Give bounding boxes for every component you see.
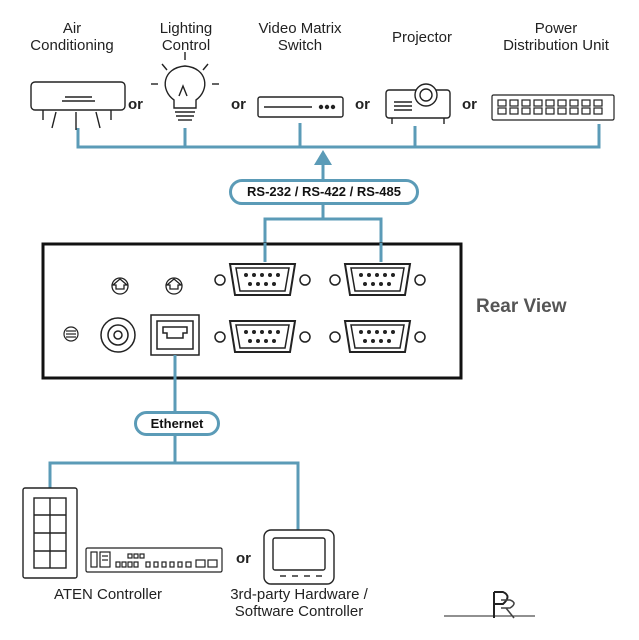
air-conditioning-label-line1: Air bbox=[62, 20, 82, 37]
video-matrix-switch-icon bbox=[257, 96, 344, 118]
pdu-label: Power Distribution Unit bbox=[486, 20, 626, 54]
ethernet-bus-connector bbox=[48, 355, 300, 530]
wall-keypad-icon bbox=[22, 487, 78, 579]
light-bulb-icon bbox=[151, 52, 219, 121]
device-bus-connector bbox=[76, 123, 601, 243]
or-separator-5: or bbox=[236, 550, 251, 567]
rear-view-label: Rear View bbox=[476, 296, 567, 317]
projector-label: Projector bbox=[372, 29, 472, 46]
serial-port-2 bbox=[329, 263, 426, 296]
or-separator-1: or bbox=[128, 96, 143, 113]
video-matrix-switch-label: Video Matrix Switch bbox=[240, 20, 360, 54]
ethernet-badge: Ethernet bbox=[134, 411, 220, 436]
third-party-label-line1: 3rd-party Hardware / bbox=[230, 586, 368, 603]
brand-logo bbox=[444, 591, 535, 619]
or-separator-2: or bbox=[231, 96, 246, 113]
video-matrix-switch-label-line1: Video Matrix bbox=[258, 20, 342, 37]
serial-protocol-badge: RS-232 / RS-422 / RS-485 bbox=[229, 179, 419, 205]
or-separator-3: or bbox=[355, 96, 370, 113]
serial-port-3 bbox=[214, 320, 311, 353]
serial-drop-lines bbox=[263, 243, 383, 262]
third-party-label-line2: Software Controller bbox=[234, 603, 364, 620]
pdu-icon bbox=[491, 94, 615, 121]
aten-controller-label: ATEN Controller bbox=[53, 586, 163, 603]
projector-label-line1: Projector bbox=[391, 29, 453, 46]
aten-controller-icon bbox=[85, 547, 223, 573]
rear-panel bbox=[41, 242, 463, 380]
pdu-label-line1: Power bbox=[534, 20, 578, 37]
up-arrow-button-1 bbox=[111, 277, 129, 295]
projector-icon bbox=[385, 83, 451, 124]
touch-panel-icon bbox=[263, 529, 335, 585]
ground-screw-icon bbox=[63, 326, 79, 342]
or-separator-4: or bbox=[462, 96, 477, 113]
air-conditioning-label-line2: Conditioning bbox=[30, 37, 114, 54]
serial-port-4 bbox=[329, 320, 426, 353]
arrow-up-icon bbox=[314, 150, 332, 165]
air-conditioning-label: Air Conditioning bbox=[12, 20, 132, 54]
power-jack-icon bbox=[100, 317, 136, 353]
third-party-controller-label: 3rd-party Hardware / Software Controller bbox=[218, 586, 380, 620]
up-arrow-button-2 bbox=[165, 277, 183, 295]
pdu-label-line2: Distribution Unit bbox=[503, 37, 609, 54]
video-matrix-switch-label-line2: Switch bbox=[277, 37, 323, 54]
lighting-control-label-line2: Control bbox=[161, 37, 211, 54]
lighting-control-label: Lighting Control bbox=[136, 20, 236, 54]
lighting-control-label-line1: Lighting bbox=[159, 20, 213, 37]
serial-port-1 bbox=[214, 263, 311, 296]
air-conditioner-icon bbox=[30, 81, 126, 130]
